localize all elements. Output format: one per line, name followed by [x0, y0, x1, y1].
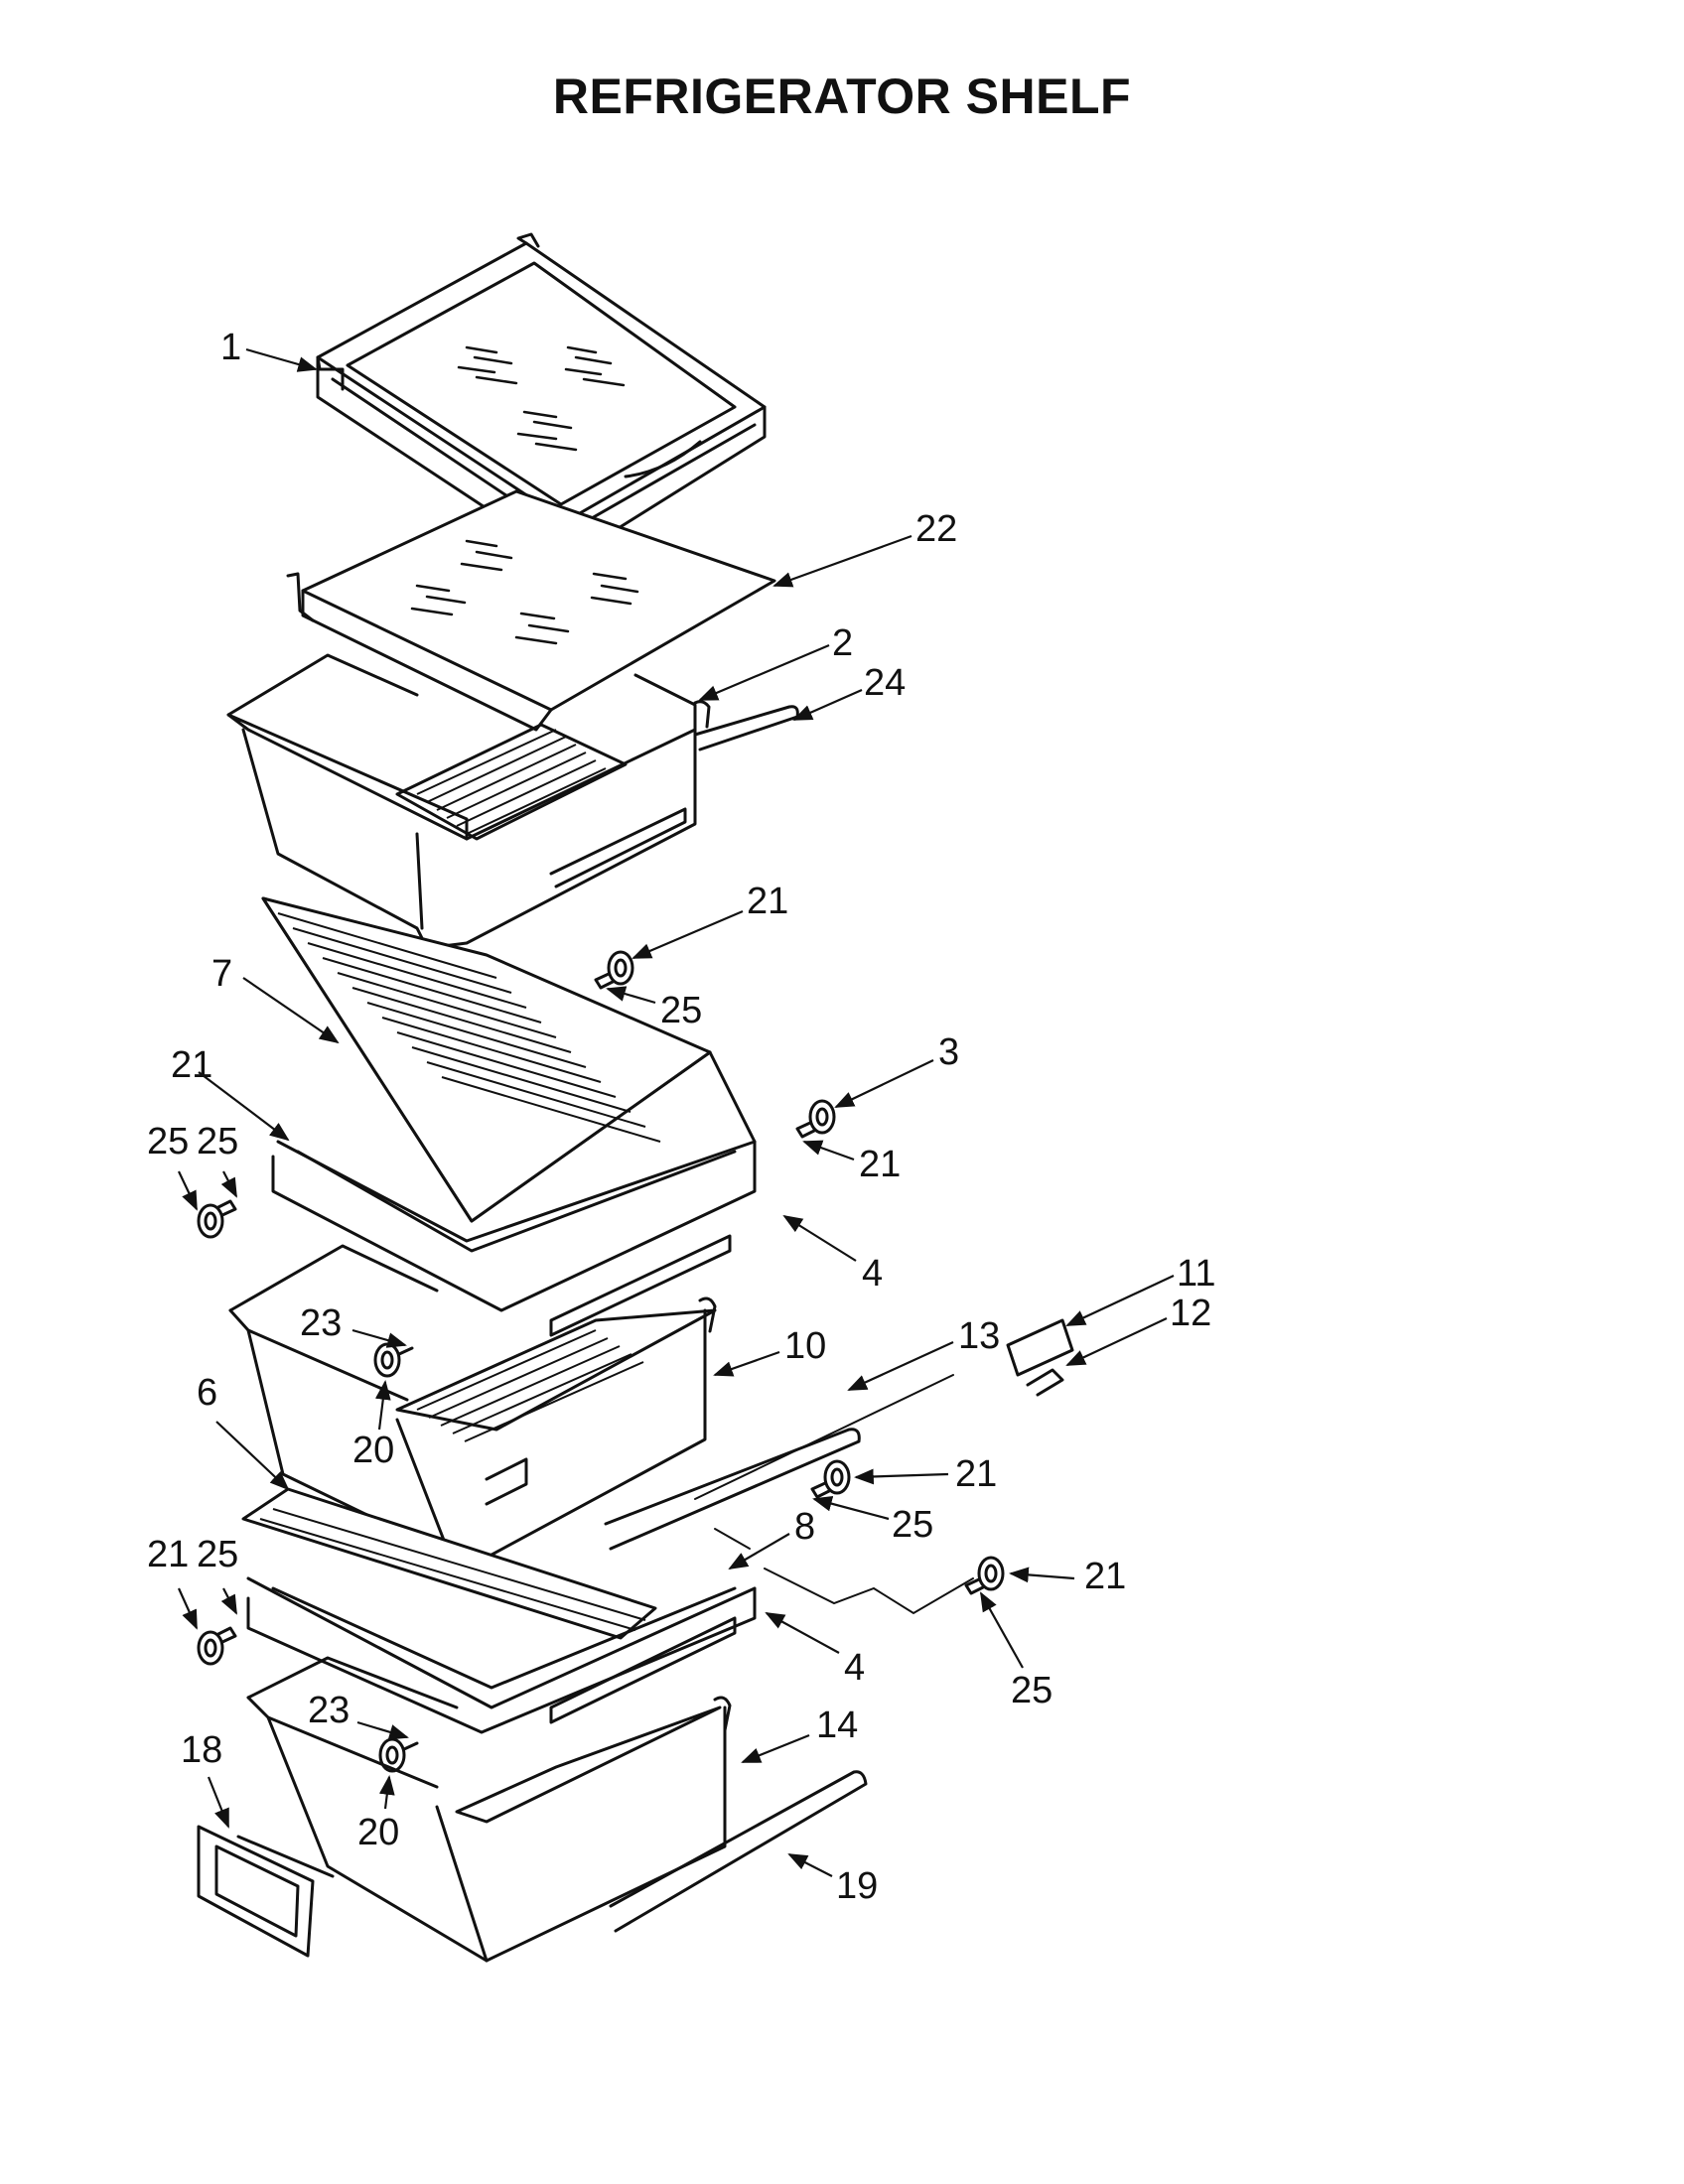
- crisper-frame-lower: [246, 1576, 757, 1734]
- upper-crisper-drawer: [226, 653, 711, 950]
- top-shelf-assembly: [316, 232, 767, 563]
- callout-25: 25: [892, 1504, 933, 1546]
- lower-crisper-drawer: [246, 1656, 732, 1963]
- ribbed-crisper-cover: [261, 896, 712, 1223]
- callout-10: 10: [784, 1325, 826, 1367]
- callout-22: 22: [915, 508, 957, 550]
- callout-25: 25: [197, 1534, 238, 1575]
- callout-1: 1: [220, 327, 241, 368]
- callout-labels: 1 22 2 24 21 25 7 21 3 21 25 25 4 23 10 …: [147, 327, 1215, 1907]
- label-holder-18: [197, 1825, 335, 1958]
- callout-21: 21: [147, 1534, 189, 1575]
- callout-25: 25: [660, 990, 702, 1031]
- page-title: REFRIGERATOR SHELF: [552, 68, 1132, 124]
- leader-lines: [694, 1374, 974, 1615]
- callout-3: 3: [938, 1031, 959, 1073]
- callout-25: 25: [147, 1121, 189, 1162]
- glass-shelf-panel: [286, 489, 776, 732]
- callout-18: 18: [181, 1729, 222, 1771]
- callout-4: 4: [862, 1253, 883, 1295]
- clip-parts-11-12: [1006, 1318, 1074, 1397]
- callout-21: 21: [171, 1044, 212, 1086]
- callout-25: 25: [1011, 1670, 1052, 1711]
- callout-23: 23: [300, 1302, 342, 1344]
- callout-11: 11: [1177, 1253, 1215, 1295]
- callout-7: 7: [211, 953, 232, 995]
- callout-19: 19: [836, 1865, 878, 1907]
- callout-4: 4: [844, 1647, 865, 1689]
- callout-20: 20: [352, 1430, 394, 1471]
- crisper-frame-3: [271, 1050, 757, 1337]
- callout-6: 6: [197, 1372, 217, 1414]
- callout-13: 13: [958, 1315, 1000, 1357]
- drawer-handle-13: [604, 1428, 861, 1551]
- callout-23: 23: [308, 1690, 350, 1731]
- callout-14: 14: [816, 1705, 858, 1746]
- callout-24: 24: [864, 662, 906, 704]
- callout-2: 2: [832, 622, 853, 664]
- drawer-handle-24: [693, 705, 799, 751]
- callout-21: 21: [955, 1453, 997, 1495]
- drawer-handle-19: [609, 1770, 868, 1933]
- callout-25: 25: [197, 1121, 238, 1162]
- callout-20: 20: [357, 1812, 399, 1853]
- callout-21: 21: [859, 1144, 901, 1185]
- callout-21: 21: [1084, 1556, 1126, 1597]
- callout-21: 21: [747, 881, 788, 922]
- callout-8: 8: [794, 1506, 815, 1548]
- callout-12: 12: [1170, 1293, 1211, 1334]
- ribbed-shelf-6: [241, 1487, 657, 1640]
